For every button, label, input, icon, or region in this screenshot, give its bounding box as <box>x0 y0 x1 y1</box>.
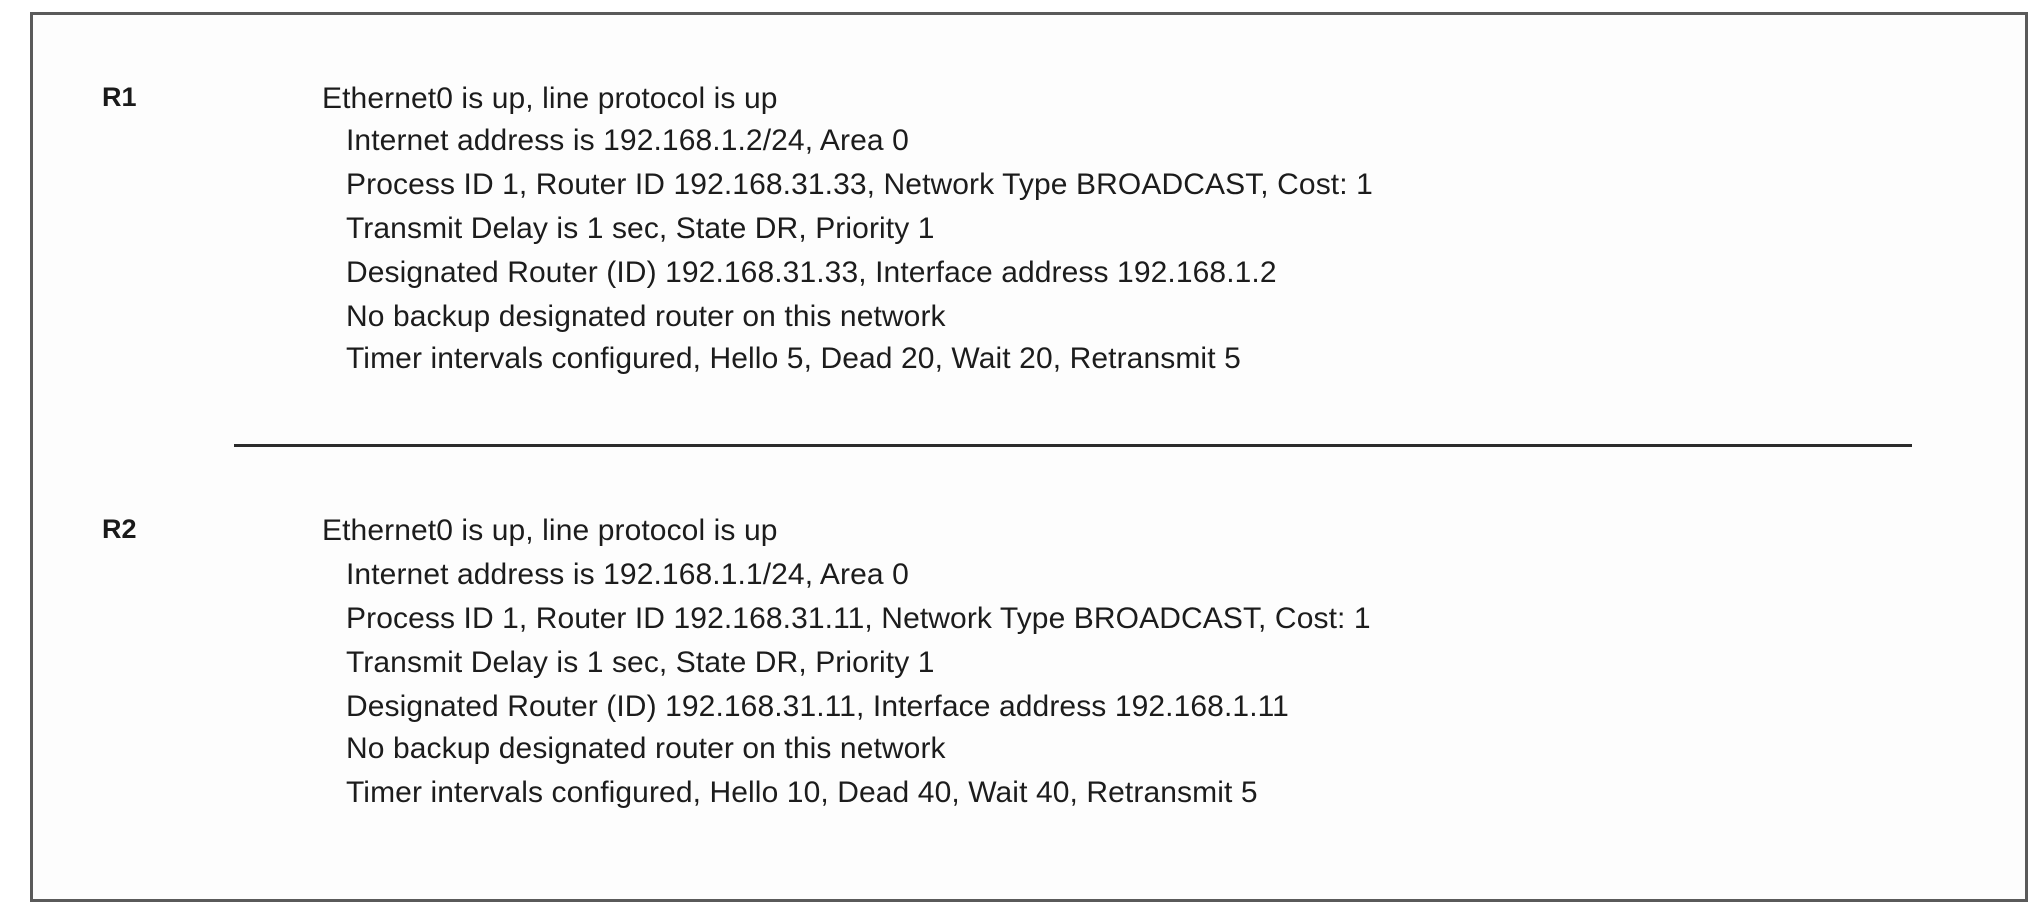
router-label-r1: R1 <box>102 82 137 112</box>
r2-line-7: Timer intervals configured, Hello 10, De… <box>346 776 1258 809</box>
r1-line-1: Ethernet0 is up, line protocol is up <box>322 82 778 115</box>
r1-line-7: Timer intervals configured, Hello 5, Dea… <box>346 342 1241 375</box>
r2-line-4: Transmit Delay is 1 sec, State DR, Prior… <box>346 646 935 679</box>
output-frame <box>30 12 2028 902</box>
r1-line-2: Internet address is 192.168.1.2/24, Area… <box>346 124 909 157</box>
r2-line-3: Process ID 1, Router ID 192.168.31.11, N… <box>346 602 1371 635</box>
r2-line-5: Designated Router (ID) 192.168.31.11, In… <box>346 690 1289 723</box>
r2-line-6: No backup designated router on this netw… <box>346 732 946 765</box>
r1-line-3: Process ID 1, Router ID 192.168.31.33, N… <box>346 168 1373 201</box>
section-divider <box>234 444 1912 447</box>
r1-line-4: Transmit Delay is 1 sec, State DR, Prior… <box>346 212 935 245</box>
r2-line-2: Internet address is 192.168.1.1/24, Area… <box>346 558 909 591</box>
router-label-r2: R2 <box>102 514 137 544</box>
r2-line-1: Ethernet0 is up, line protocol is up <box>322 514 778 547</box>
r1-line-6: No backup designated router on this netw… <box>346 300 946 333</box>
r1-line-5: Designated Router (ID) 192.168.31.33, In… <box>346 256 1277 289</box>
